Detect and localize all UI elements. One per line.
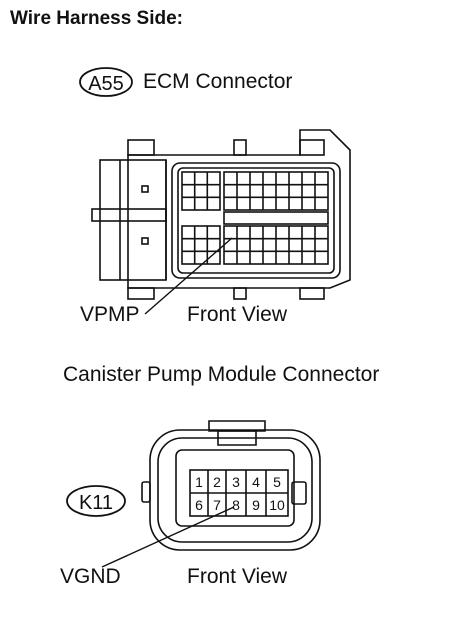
pump-front-view-label: Front View (187, 565, 287, 588)
pump-code-badge: K11 (66, 485, 126, 517)
ecm-code-text: A55 (88, 73, 124, 95)
pin-label-1: 1 (195, 474, 203, 490)
pump-connector (101, 420, 321, 568)
pin-label-6: 6 (195, 497, 203, 513)
pin-label-8: 8 (232, 497, 240, 513)
pin-label-7: 7 (213, 497, 221, 513)
pin-label-3: 3 (232, 474, 240, 490)
pin-label-2: 2 (213, 474, 221, 490)
pin-label-5: 5 (273, 474, 281, 490)
pin-label-4: 4 (252, 474, 260, 490)
vgnd-pin-label: VGND (60, 565, 121, 588)
pin-label-10: 10 (269, 497, 285, 513)
ecm-front-view-label: Front View (187, 303, 287, 326)
ecm-connector-title: ECM Connector (143, 70, 293, 93)
vpmp-pin-label: VPMP (80, 303, 140, 326)
page-title: Wire Harness Side: (10, 8, 184, 29)
pump-code-text: K11 (79, 492, 113, 514)
ecm-connector (91, 129, 351, 315)
ecm-code-badge: A55 (79, 67, 133, 97)
pin-label-9: 9 (252, 497, 260, 513)
pump-connector-title: Canister Pump Module Connector (63, 363, 380, 386)
